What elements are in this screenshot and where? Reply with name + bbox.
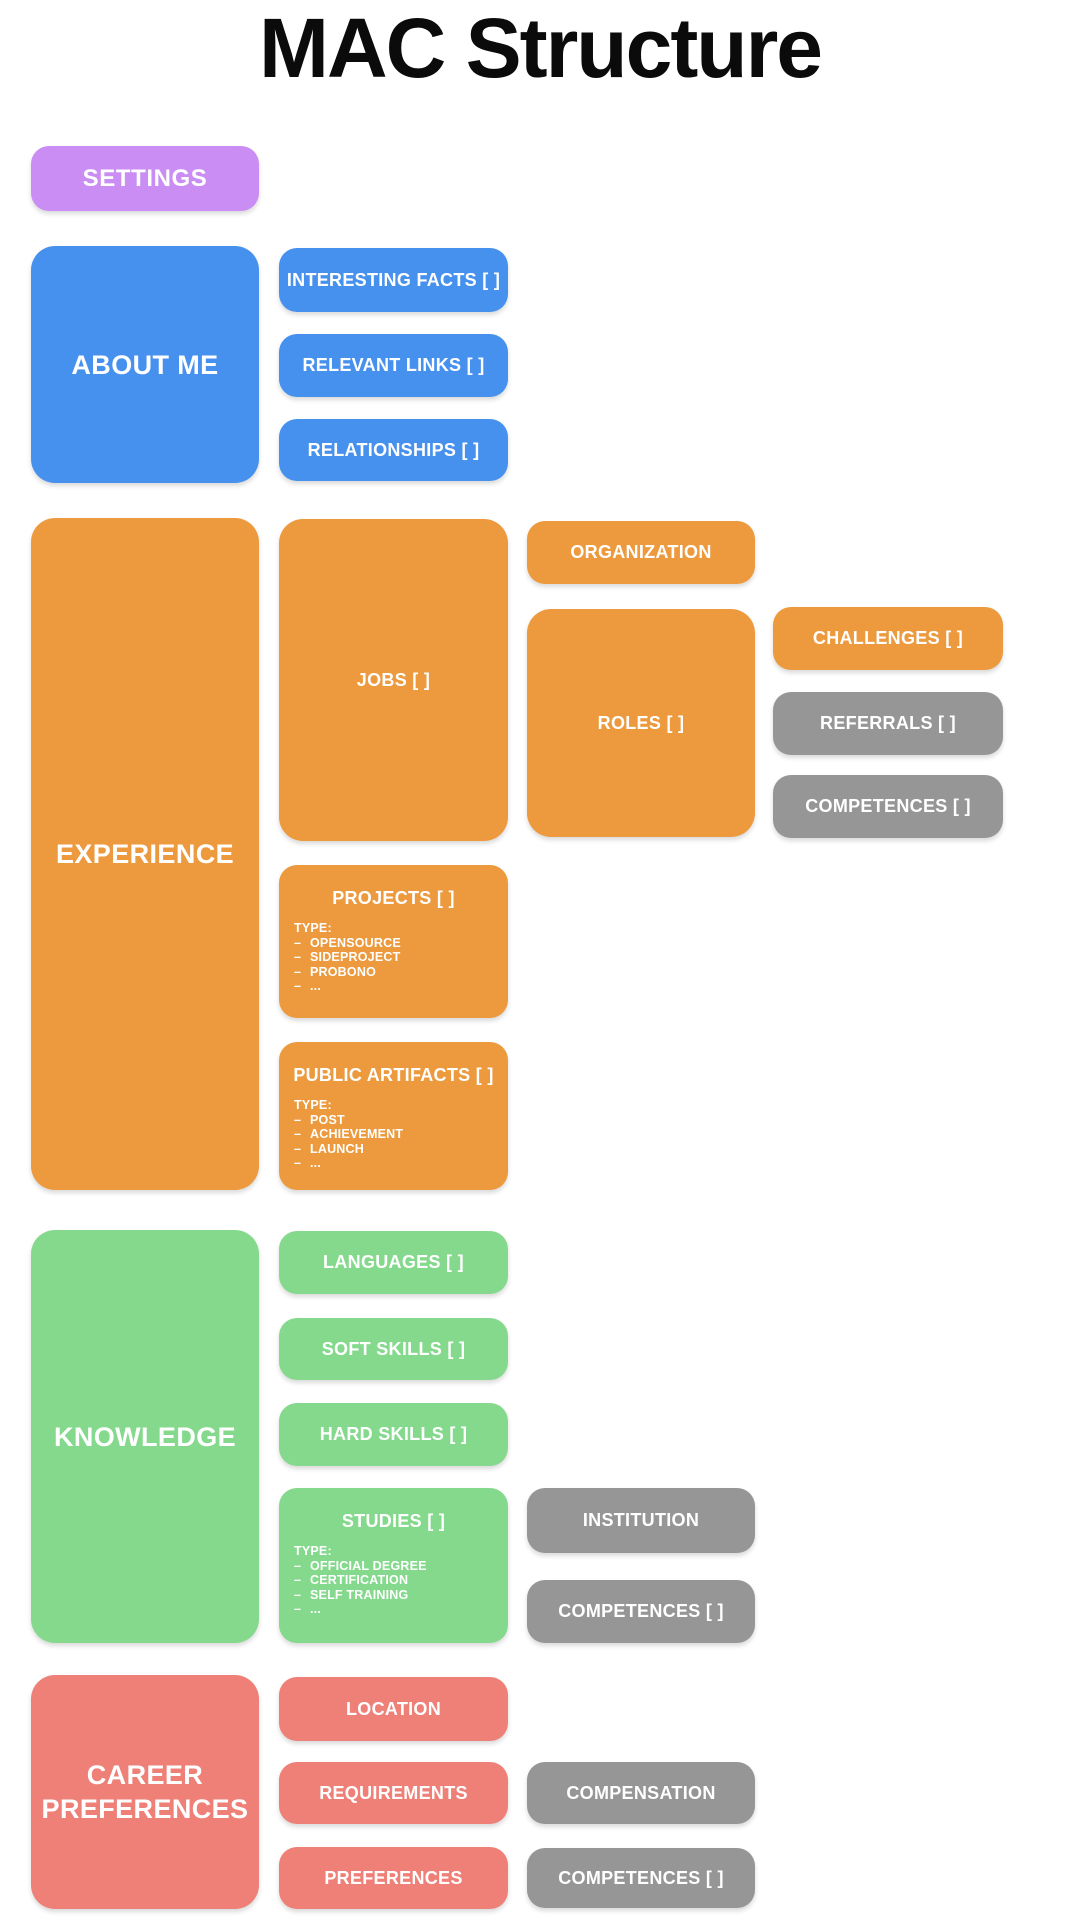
node-roles[interactable]: ROLES [ ] bbox=[527, 609, 755, 837]
node-roles-competences[interactable]: COMPETENCES [ ] bbox=[773, 775, 1003, 838]
dash: – bbox=[294, 1156, 302, 1170]
type-item-text: OPENSOURCE bbox=[310, 935, 401, 950]
type-list-heading: TYPE: bbox=[294, 1544, 332, 1558]
type-list-item: –... bbox=[294, 979, 493, 994]
diagram-title: MAC Structure bbox=[258, 1, 823, 95]
node-label: RELATIONSHIPS [ ] bbox=[307, 439, 480, 460]
type-list-item: –... bbox=[294, 1156, 493, 1171]
node-label: INTERESTING FACTS [ ] bbox=[286, 269, 501, 290]
type-list-item: –... bbox=[294, 1602, 493, 1617]
node-preferences-competences[interactable]: COMPETENCES [ ] bbox=[527, 1848, 755, 1908]
node-relationships[interactable]: RELATIONSHIPS [ ] bbox=[279, 419, 508, 481]
node-label: COMPETENCES [ ] bbox=[805, 796, 971, 816]
node-label: LOCATION bbox=[345, 1698, 442, 1719]
node-label: SETTINGS bbox=[82, 164, 208, 192]
node-public-artifacts[interactable]: PUBLIC ARTIFACTS [ ] TYPE: –POST –ACHIEV… bbox=[279, 1042, 508, 1190]
type-list: TYPE: –OFFICIAL DEGREE –CERTIFICATION –S… bbox=[279, 1544, 508, 1617]
node-label: HARD SKILLS [ ] bbox=[319, 1424, 468, 1444]
node-compensation[interactable]: COMPENSATION bbox=[527, 1762, 755, 1824]
dash: – bbox=[294, 1127, 302, 1141]
type-list-item: –PROBONO bbox=[294, 965, 493, 980]
node-relevant-links[interactable]: RELEVANT LINKS [ ] bbox=[279, 334, 508, 397]
node-preferences[interactable]: PREFERENCES bbox=[279, 1847, 508, 1909]
dash: – bbox=[294, 1112, 302, 1127]
dash: – bbox=[294, 1602, 302, 1616]
dash: – bbox=[294, 979, 302, 993]
type-item-text: ... bbox=[310, 979, 322, 993]
node-label: PUBLIC ARTIFACTS [ ] bbox=[293, 1065, 494, 1085]
type-list-item: –SELF TRAINING bbox=[294, 1588, 493, 1603]
node-studies-competences[interactable]: COMPETENCES [ ] bbox=[527, 1580, 755, 1643]
node-organization[interactable]: ORGANIZATION bbox=[527, 521, 755, 584]
node-label: LANGUAGES [ ] bbox=[323, 1252, 464, 1272]
node-label: PROJECTS [ ] bbox=[332, 888, 455, 908]
node-label: KNOWLEDGE bbox=[53, 1421, 237, 1452]
node-referrals[interactable]: REFERRALS [ ] bbox=[773, 692, 1003, 755]
node-label: INSTITUTION bbox=[582, 1510, 700, 1530]
node-requirements[interactable]: REQUIREMENTS bbox=[279, 1762, 508, 1824]
type-item-text: POST bbox=[310, 1112, 345, 1127]
node-label: REFERRALS [ ] bbox=[820, 713, 956, 733]
type-item-text: ... bbox=[310, 1602, 322, 1616]
type-list-item: –LAUNCH bbox=[294, 1142, 493, 1157]
type-item-text: OFFICIAL DEGREE bbox=[310, 1558, 427, 1573]
dash: – bbox=[294, 1573, 302, 1587]
node-about-me[interactable]: ABOUT ME bbox=[31, 246, 259, 483]
type-list: TYPE: –OPENSOURCE –SIDEPROJECT –PROBONO … bbox=[279, 921, 508, 994]
dash: – bbox=[294, 950, 302, 964]
node-label: EXPERIENCE bbox=[55, 839, 235, 869]
node-settings[interactable]: SETTINGS bbox=[31, 146, 259, 211]
dash: – bbox=[294, 964, 302, 979]
type-list-item: –ACHIEVEMENT bbox=[294, 1127, 493, 1142]
node-hard-skills[interactable]: HARD SKILLS [ ] bbox=[279, 1403, 508, 1466]
node-label: SOFT SKILLS [ ] bbox=[321, 1338, 466, 1359]
type-item-text: SELF TRAINING bbox=[310, 1587, 409, 1602]
type-list-item: –SIDEPROJECT bbox=[294, 950, 493, 965]
node-label: COMPETENCES [ ] bbox=[558, 1867, 724, 1888]
dash: – bbox=[294, 1587, 302, 1602]
dash: – bbox=[294, 935, 302, 950]
node-experience[interactable]: EXPERIENCE bbox=[31, 518, 259, 1190]
node-label: PREFERENCES bbox=[324, 1867, 463, 1888]
node-label: ORGANIZATION bbox=[570, 542, 712, 562]
node-soft-skills[interactable]: SOFT SKILLS [ ] bbox=[279, 1318, 508, 1380]
node-projects[interactable]: PROJECTS [ ] TYPE: –OPENSOURCE –SIDEPROJ… bbox=[279, 865, 508, 1018]
type-list-item: –CERTIFICATION bbox=[294, 1573, 493, 1588]
dash: – bbox=[294, 1141, 302, 1156]
type-list-item: –OPENSOURCE bbox=[294, 936, 493, 951]
node-career-preferences[interactable]: CAREER PREFERENCES bbox=[31, 1675, 259, 1909]
node-label: RELEVANT LINKS [ ] bbox=[302, 355, 485, 375]
node-studies[interactable]: STUDIES [ ] TYPE: –OFFICIAL DEGREE –CERT… bbox=[279, 1488, 508, 1643]
type-list: TYPE: –POST –ACHIEVEMENT –LAUNCH –... bbox=[279, 1098, 508, 1171]
node-label: REQUIREMENTS bbox=[319, 1782, 468, 1803]
node-jobs[interactable]: JOBS [ ] bbox=[279, 519, 508, 841]
node-institution[interactable]: INSTITUTION bbox=[527, 1488, 755, 1553]
type-list-item: –OFFICIAL DEGREE bbox=[294, 1559, 493, 1574]
node-label: ROLES [ ] bbox=[597, 712, 685, 733]
node-label: CHALLENGES [ ] bbox=[812, 628, 964, 648]
node-knowledge[interactable]: KNOWLEDGE bbox=[31, 1230, 259, 1643]
type-list-heading: TYPE: bbox=[294, 921, 332, 935]
node-location[interactable]: LOCATION bbox=[279, 1677, 508, 1741]
node-languages[interactable]: LANGUAGES [ ] bbox=[279, 1231, 508, 1294]
node-label: ABOUT ME bbox=[71, 349, 219, 380]
type-list-heading: TYPE: bbox=[294, 1098, 332, 1112]
type-item-text: PROBONO bbox=[310, 964, 376, 979]
node-label: COMPENSATION bbox=[566, 1782, 716, 1803]
type-item-text: SIDEPROJECT bbox=[310, 950, 401, 964]
node-label: STUDIES [ ] bbox=[341, 1511, 446, 1531]
dash: – bbox=[294, 1558, 302, 1573]
type-item-text: ACHIEVEMENT bbox=[310, 1127, 404, 1141]
type-item-text: CERTIFICATION bbox=[310, 1573, 409, 1587]
type-list-item: –POST bbox=[294, 1113, 493, 1128]
node-interesting-facts[interactable]: INTERESTING FACTS [ ] bbox=[279, 248, 508, 312]
node-label: JOBS [ ] bbox=[356, 669, 431, 690]
node-challenges[interactable]: CHALLENGES [ ] bbox=[773, 607, 1003, 670]
node-label: COMPETENCES [ ] bbox=[558, 1601, 724, 1621]
type-item-text: LAUNCH bbox=[310, 1141, 364, 1156]
type-item-text: ... bbox=[310, 1156, 322, 1170]
node-label: CAREER PREFERENCES bbox=[41, 1760, 249, 1824]
